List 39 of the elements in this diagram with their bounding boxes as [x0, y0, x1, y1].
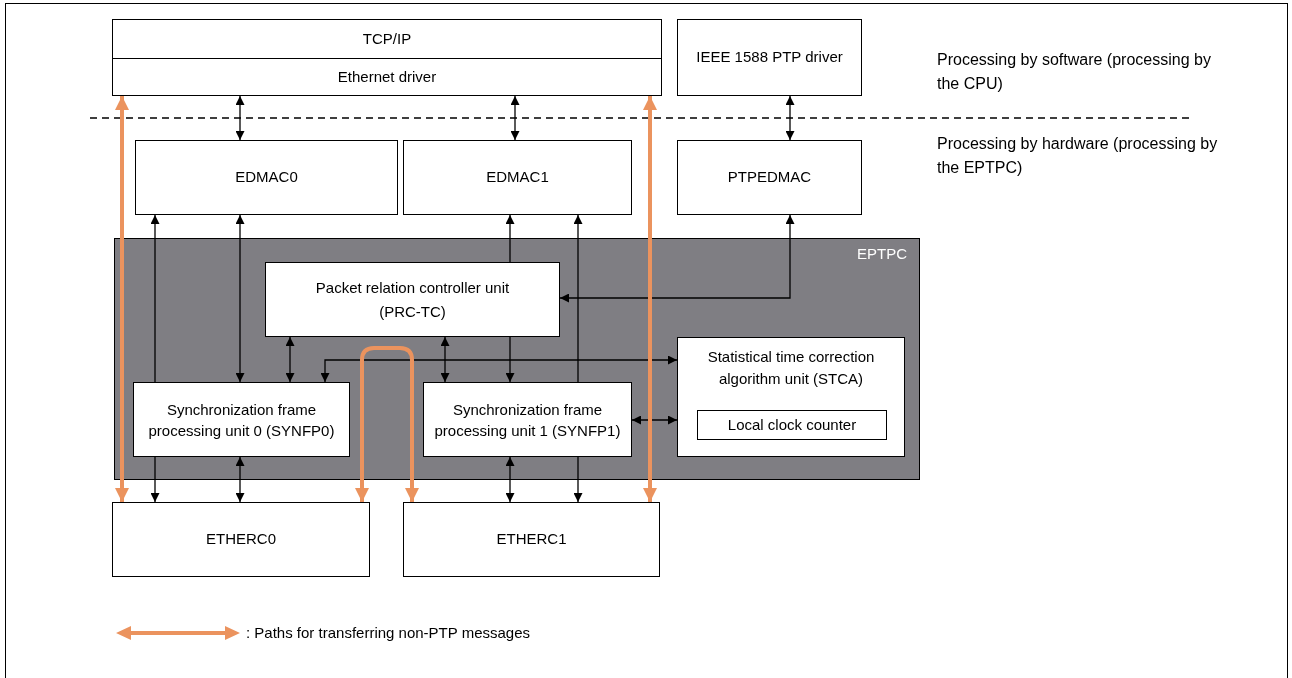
- legend-text: : Paths for transferring non-PTP messages: [246, 623, 531, 643]
- arrow: [573, 456, 583, 503]
- unit-box: [677, 337, 905, 457]
- arrow: [573, 214, 583, 383]
- module-box: ETHERC1: [403, 502, 660, 577]
- module-box: ETHERC0: [112, 502, 370, 577]
- unit-box: Synchronization frame processing unit 1 (SYNFP1): [423, 382, 632, 457]
- arrow: [320, 355, 678, 383]
- arrow: [285, 336, 295, 383]
- transfer-path-arrow: [115, 96, 129, 502]
- arrow: [505, 214, 515, 263]
- arrow: [510, 95, 520, 141]
- unit-box: Synchronization frame processing unit 0 (SYNFP0): [133, 382, 350, 457]
- layer-note: Processing by hardware (processing by the EPTPC): [937, 134, 1219, 178]
- module-region: [114, 238, 920, 480]
- module-box: PTPEDMAC: [677, 140, 862, 215]
- arrow: [440, 336, 450, 383]
- driver-box: IEEE 1588 PTP driver: [677, 19, 862, 96]
- arrow: [235, 214, 245, 383]
- layer-box: TCP/IP: [112, 19, 662, 59]
- unit-box: Packet relation controller unit (PRC-TC): [265, 262, 560, 337]
- arrow: [235, 456, 245, 503]
- module-box: EDMAC1: [403, 140, 632, 215]
- transfer-path-arrow: [643, 96, 657, 502]
- box-label: Statistical time correction algorithm unit (STCA): [706, 347, 876, 389]
- layer-note: Processing by software (processing by the CPU): [937, 50, 1212, 94]
- arrow: [785, 95, 795, 141]
- layer-box: Ethernet driver: [112, 58, 662, 96]
- arrow: [559, 214, 795, 303]
- arrow: [631, 415, 678, 425]
- arrow: [150, 214, 160, 383]
- module-box: EDMAC0: [135, 140, 398, 215]
- region-label: EPTPC: [857, 244, 907, 264]
- transfer-path-arrow: [355, 346, 419, 502]
- counter-box: Local clock counter: [697, 410, 887, 440]
- arrow: [505, 456, 515, 503]
- arrow: [150, 456, 160, 503]
- arrow: [235, 95, 245, 141]
- arrow: [505, 336, 515, 383]
